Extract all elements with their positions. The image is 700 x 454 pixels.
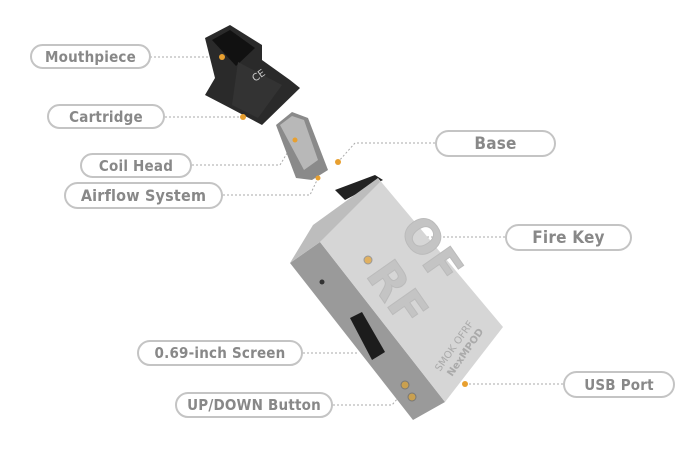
- label-base: Base: [435, 130, 556, 157]
- label-usb-port: USB Port: [563, 371, 675, 398]
- cartridge-part: CE: [205, 25, 300, 125]
- label-coil-head: Coil Head: [80, 153, 192, 178]
- label-screen: 0.69-inch Screen: [137, 340, 303, 366]
- coil-head-part: [276, 112, 341, 181]
- label-mouthpiece: Mouthpiece: [30, 44, 151, 69]
- label-cartridge: Cartridge: [47, 104, 165, 129]
- label-up-down-button: UP/DOWN Button: [175, 392, 333, 418]
- label-fire-key: Fire Key: [505, 224, 632, 251]
- device-body: OF RF SMOK OFRF NexMPOD: [290, 175, 503, 420]
- label-airflow-system: Airflow System: [64, 182, 223, 209]
